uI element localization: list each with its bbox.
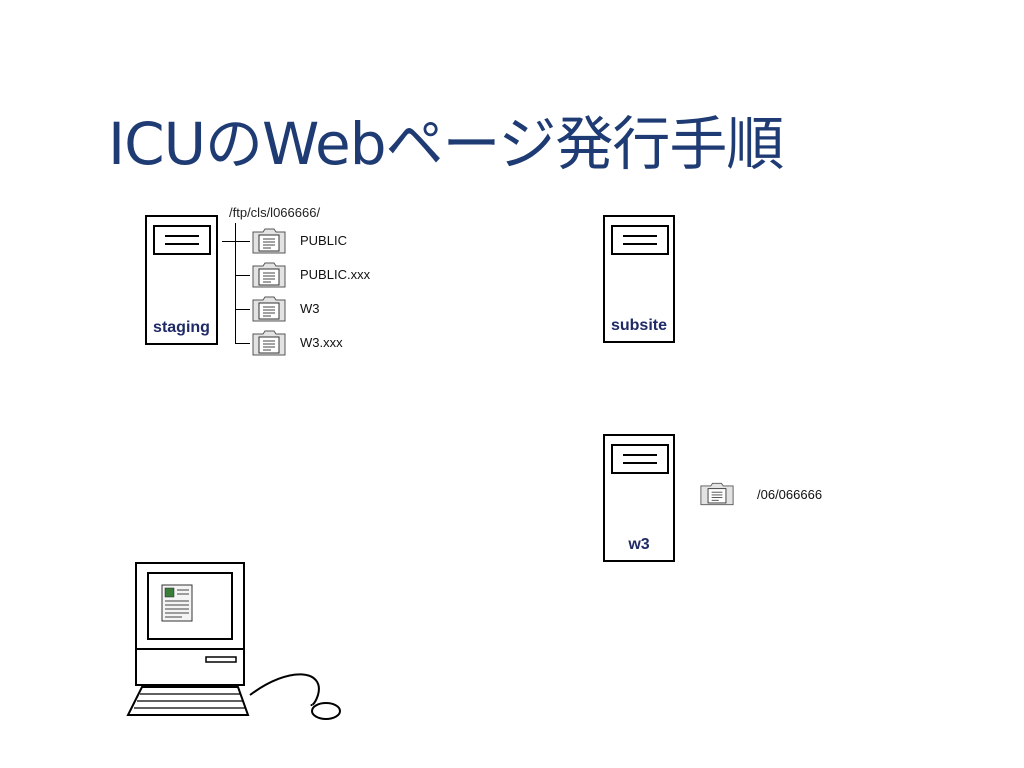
server-slot-icon — [153, 225, 211, 255]
folder-icon — [252, 330, 286, 356]
folder-label: W3.xxx — [300, 335, 343, 350]
folder-item[interactable]: PUBLIC — [252, 228, 372, 256]
w3-folder-item[interactable]: /06/066666 — [700, 481, 860, 509]
staging-server-label: staging — [153, 319, 210, 336]
folder-item[interactable]: W3.xxx — [252, 330, 372, 358]
folder-item[interactable]: W3 — [252, 296, 372, 324]
staging-path: /ftp/cls/l066666/ — [229, 205, 321, 220]
tree-branch-line — [235, 309, 250, 310]
page-title: ICUのWebページ発行手順 — [108, 110, 784, 178]
tree-branch-line — [235, 343, 250, 344]
folder-label: W3 — [300, 301, 320, 316]
w3-server: w3 — [603, 434, 675, 562]
folder-label: PUBLIC — [300, 233, 347, 248]
server-slot-icon — [611, 444, 669, 474]
folder-label: PUBLIC.xxx — [300, 267, 371, 282]
subsite-server-label: subsite — [610, 317, 667, 334]
folder-icon — [700, 482, 734, 506]
folder-icon — [252, 228, 286, 254]
server-slot-icon — [611, 225, 669, 255]
subsite-server: subsite — [603, 215, 675, 343]
w3-path: /06/066666 — [757, 487, 823, 502]
folder-item[interactable]: PUBLIC.xxx — [252, 262, 392, 290]
tree-branch-line — [235, 275, 250, 276]
client-computer-icon — [126, 562, 341, 720]
folder-icon — [252, 262, 286, 288]
folder-icon — [252, 296, 286, 322]
tree-branch-line — [222, 241, 250, 242]
tree-trunk-line — [235, 223, 236, 343]
staging-server: staging — [145, 215, 218, 345]
w3-server-label: w3 — [628, 536, 650, 553]
